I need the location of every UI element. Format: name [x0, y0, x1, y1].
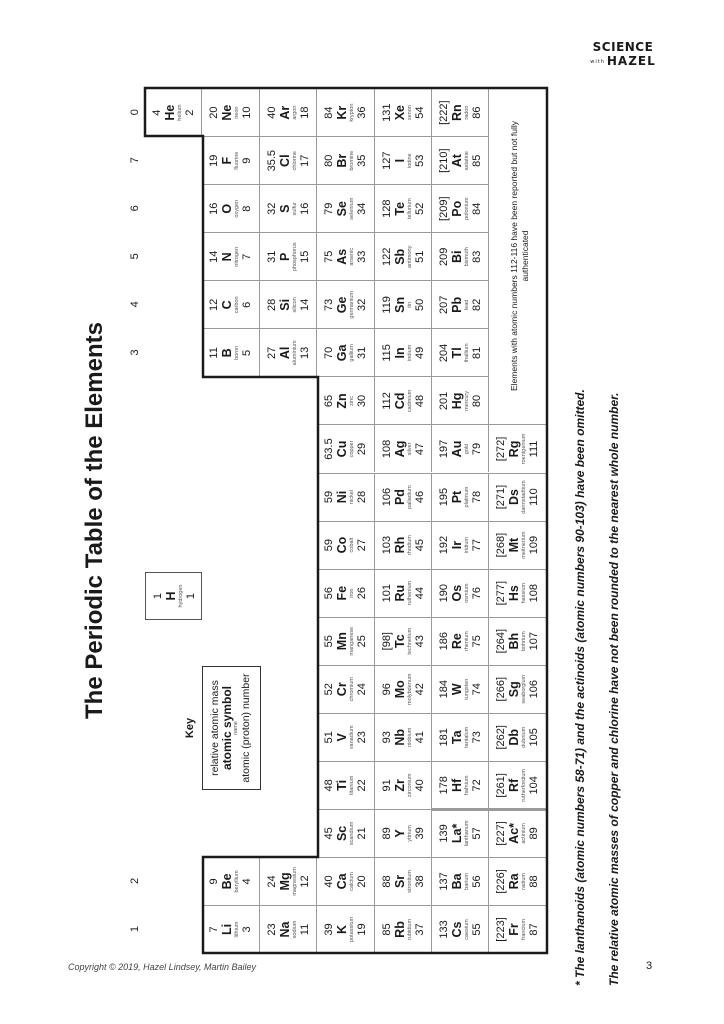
- logo-line-1: SCIENCE: [592, 40, 654, 54]
- footnote-rounding: The relative atomic masses of copper and…: [607, 392, 621, 986]
- logo-line-2: HAZEL: [606, 54, 656, 68]
- logo-small: with: [590, 58, 605, 65]
- copyright: Copyright © 2019, Hazel Lindsey, Martin …: [68, 962, 257, 972]
- footnote-lanthanoids: * The lanthanoids (atomic numbers 58-71)…: [573, 389, 587, 986]
- table-outline-border: [143, 86, 549, 955]
- page-number: 3: [646, 960, 653, 972]
